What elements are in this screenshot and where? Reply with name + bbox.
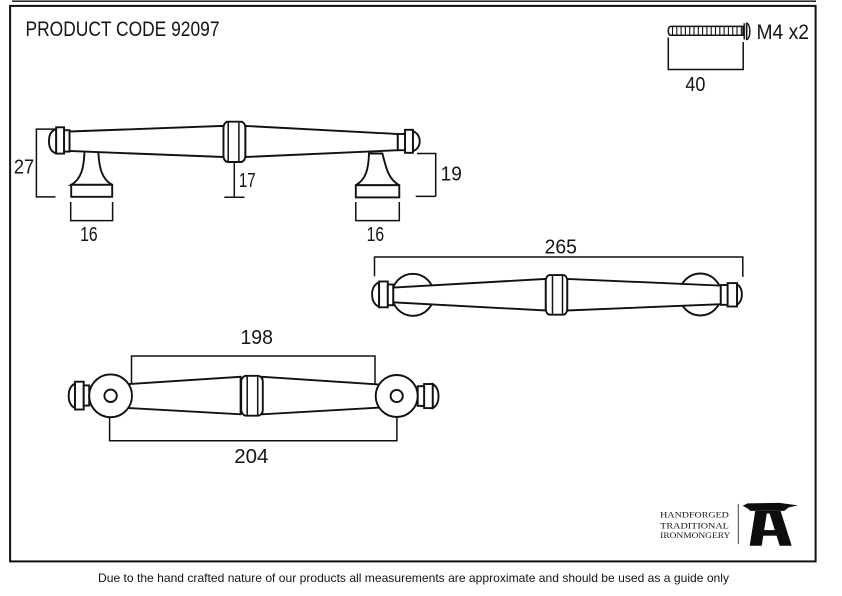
svg-text:16: 16	[367, 223, 385, 246]
svg-text:16: 16	[80, 223, 98, 246]
svg-text:Due to the hand crafted nature: Due to the hand crafted nature of our pr…	[98, 571, 729, 585]
svg-text:PRODUCT CODE 92097: PRODUCT CODE 92097	[26, 18, 220, 41]
svg-text:19: 19	[441, 163, 462, 186]
svg-text:265: 265	[545, 236, 577, 259]
svg-text:40: 40	[685, 73, 705, 96]
svg-text:IRONMONGERY: IRONMONGERY	[660, 530, 730, 540]
svg-text:17: 17	[239, 169, 256, 192]
svg-text:TRADITIONAL: TRADITIONAL	[660, 520, 729, 530]
svg-text:204: 204	[234, 445, 268, 468]
svg-text:198: 198	[241, 326, 273, 349]
svg-text:27: 27	[14, 156, 34, 179]
svg-text:HANDFORGED: HANDFORGED	[660, 509, 729, 519]
svg-text:M4 x2: M4 x2	[756, 21, 809, 44]
